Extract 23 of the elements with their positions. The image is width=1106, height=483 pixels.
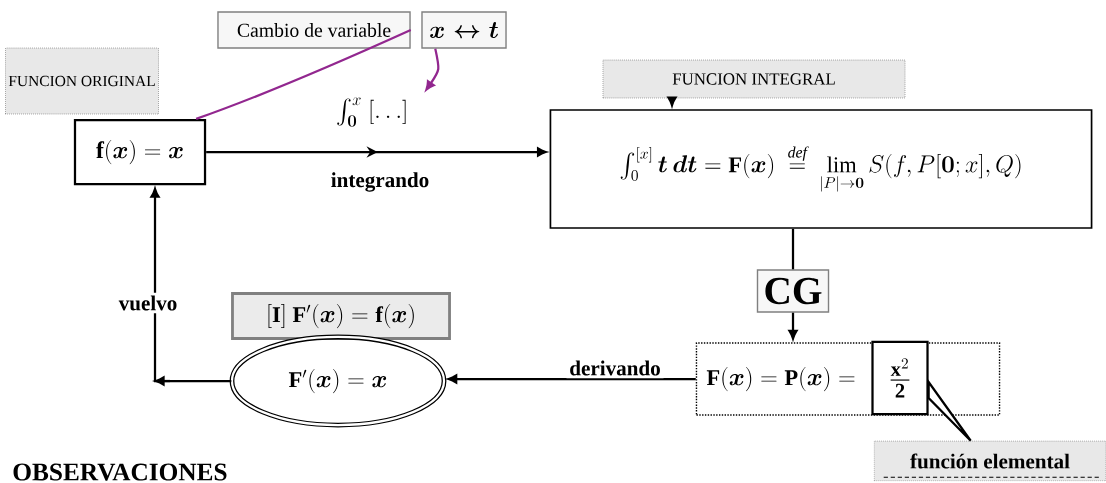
tag-box: CG [756, 269, 830, 313]
arrow [788, 312, 798, 340]
tag-box: FUNCION INTEGRAL [602, 59, 906, 99]
property-box: $[\mathbf{I}]\ \mathbf{F}'(\boldsymbol{x}) = \mathbf{f}(\boldsymbol{x})$ [231, 292, 451, 340]
arrow [425, 48, 440, 91]
leader-line [195, 28, 412, 120]
tag-box: $\boldsymbol{x\leftrightarrow t}$ [421, 11, 507, 49]
tag-box: FUNCION ORIGINAL [5, 47, 159, 115]
arrow [447, 374, 696, 384]
function-box: $\mathbf{f}(\boldsymbol{x})=\boldsymbol{x}$ [73, 118, 207, 186]
integral-box: $\int_{0}^{[x]}\boldsymbol{t\,dt} = \mathbf{F}(\boldsymbol{x})\ \overset{\mathit{def}}{=}\ \lim\limits_{|P|\to\boldsymbol{0}} S(f, P[\boldsymbol{0};x], Q)$ [549, 109, 1093, 229]
callout-pointer [927, 378, 972, 442]
callout-box: función elemental [873, 440, 1106, 482]
connector-line [791, 228, 795, 270]
edge-label: integrando [327, 169, 433, 195]
edge-label: derivando [566, 357, 664, 379]
arrow [150, 187, 232, 386]
section-heading: OBSERVACIONES [13, 463, 227, 481]
integral-formula: $\int_{\boldsymbol{0}}^{x}\ [\ldots]$ [337, 97, 406, 127]
fraction-box: $\frac{\mathbf{x}^{2}}{\mathbf{2}}$ [871, 340, 929, 416]
edge-label: vuelvo [115, 292, 181, 314]
arrow [667, 96, 677, 107]
tag-box: Cambio de variable [217, 11, 411, 49]
